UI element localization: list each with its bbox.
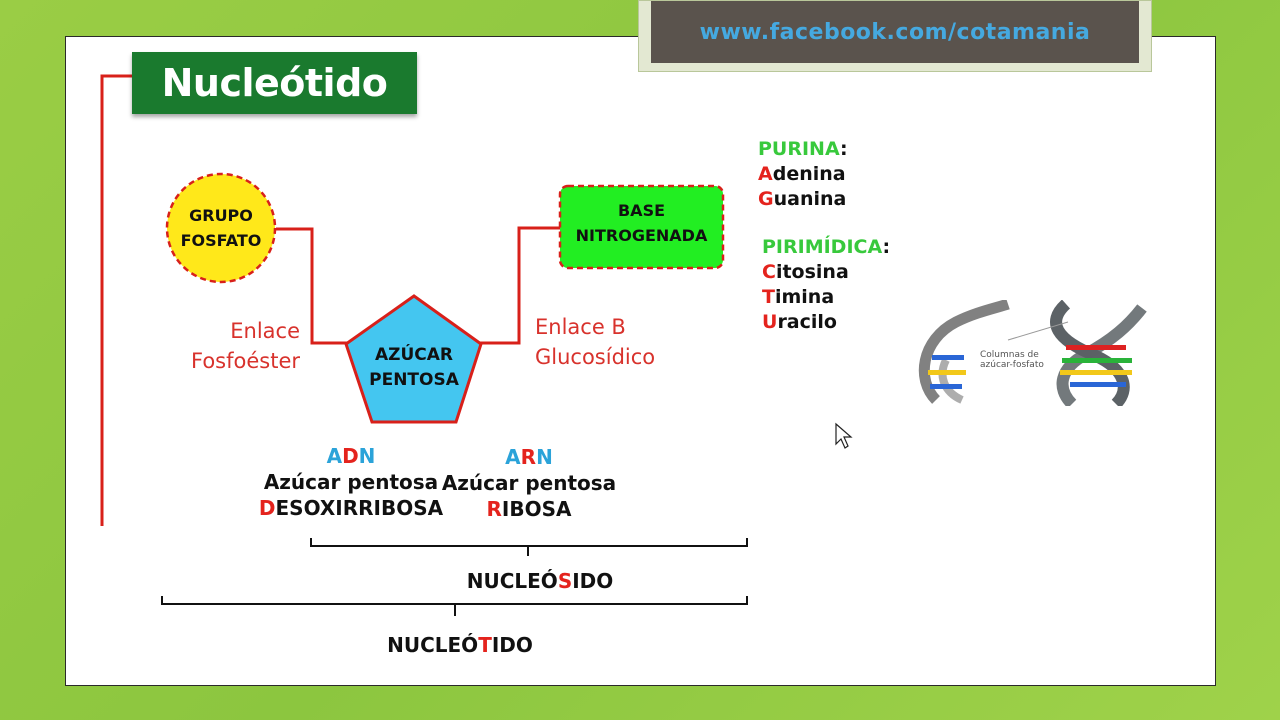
pyrimidine-label: PIRIMÍDICA (762, 236, 883, 258)
nucleotide-post: IDO (491, 633, 533, 657)
sugar-label-line1: AZÚCAR (374, 345, 453, 365)
phosphoester-bond-line (276, 227, 348, 345)
arn-sugar-initial: R (486, 497, 502, 521)
adn-letter-a: A (326, 444, 343, 468)
nucleoside-post: IDO (572, 569, 614, 593)
pyrimidine-item-cytosine: Citosina (762, 260, 849, 285)
nucleoside-brace (310, 538, 748, 547)
arn-sugar-rest: IBOSA (501, 497, 572, 521)
adn-title: ADN (255, 443, 447, 469)
arn-title: ARN (441, 444, 617, 470)
title-box: Nucleótido (132, 52, 417, 114)
nucleotide-mid: T (478, 633, 492, 657)
phosphate-label-line2: FOSFATO (180, 231, 262, 250)
thymine-initial: T (762, 286, 775, 308)
uracil-rest: racilo (777, 311, 837, 333)
phosphoester-line1: Enlace (230, 319, 300, 343)
cytosine-initial: C (762, 261, 776, 283)
pyrimidine-item-uracil: Uracilo (762, 310, 837, 335)
nucleoside-label: NUCLEÓSIDO (430, 568, 650, 594)
phosphate-circle (165, 172, 277, 284)
purine-item-adenine: Adenina (758, 162, 846, 187)
arn-sugar-name: RIBOSA (441, 496, 617, 522)
dna-caption-line2: azúcar-fosfato (980, 360, 1044, 370)
nucleotide-brace (161, 596, 748, 605)
base-label-line2: NITROGENADA (575, 226, 708, 245)
arn-letter-n: N (536, 445, 553, 469)
adenine-initial: A (758, 163, 773, 185)
adn-sugar-initial: D (258, 496, 276, 520)
adn-letter-n: N (358, 444, 376, 468)
adn-sugar-line: Azúcar pentosa (263, 470, 439, 494)
purine-heading: PURINA: (758, 138, 848, 160)
mouse-cursor-icon (835, 422, 853, 449)
uracil-initial: U (762, 311, 778, 333)
pyrimidine-heading: PIRIMÍDICA: (762, 236, 891, 258)
arn-letter-r: R (520, 445, 537, 469)
adenine-rest: denina (772, 163, 846, 185)
adn-letter-d: D (342, 444, 359, 468)
left-frame-line (100, 74, 134, 526)
guanine-initial: G (758, 188, 774, 210)
page-title: Nucleótido (161, 61, 388, 105)
facebook-url[interactable]: www.facebook.com/cotamania (699, 19, 1091, 45)
cytosine-rest: itosina (775, 261, 849, 283)
glycosidic-bond-line (480, 226, 560, 345)
adn-block: ADN Azúcar pentosa DESOXIRRIBOSA (255, 443, 447, 521)
arn-letter-a: A (505, 445, 521, 469)
nucleoside-mid: S (557, 569, 573, 593)
phosphoester-bond-label: Enlace Fosfoéster (180, 316, 300, 376)
pyrimidine-item-thymine: Timina (762, 285, 834, 310)
sugar-label-line2: PENTOSA (369, 370, 459, 390)
purine-label: PURINA (758, 138, 841, 160)
phosphate-label-line1: GRUPO (189, 206, 253, 225)
dna-caption-pointer (1007, 321, 1069, 341)
thymine-rest: imina (774, 286, 835, 308)
adn-sugar-rest: ESOXIRRIBOSA (275, 496, 444, 520)
sugar-pentagon (344, 294, 483, 424)
nucleoside-pre: NUCLEÓ (466, 569, 558, 593)
glycosidic-bond-label: Enlace B Glucosídico (535, 312, 685, 372)
nucleotide-pre: NUCLEÓ (387, 633, 479, 657)
adn-sugar-name: DESOXIRRIBOSA (255, 495, 447, 521)
facebook-banner-inner: www.facebook.com/cotamania (651, 1, 1139, 63)
base-label: BASE NITROGENADA (560, 198, 723, 248)
glycosidic-line1: Enlace B (535, 315, 626, 339)
facebook-banner: www.facebook.com/cotamania (638, 0, 1152, 72)
purine-item-guanine: Guanina (758, 187, 846, 212)
arn-block: ARN Azúcar pentosa RIBOSA (441, 444, 617, 522)
phosphate-label: GRUPO FOSFATO (167, 203, 275, 253)
base-label-line1: BASE (617, 201, 666, 220)
sugar-label: AZÚCAR PENTOSA (354, 343, 474, 393)
guanine-rest: uanina (773, 188, 847, 210)
arn-sugar-line: Azúcar pentosa (441, 471, 617, 495)
base-rectangle (558, 184, 725, 270)
phosphoester-line2: Fosfoéster (190, 349, 300, 373)
glycosidic-line2: Glucosídico (535, 345, 656, 369)
dna-caption-line1: Columnas de (980, 350, 1039, 360)
nucleotide-label: NUCLEÓTIDO (350, 632, 570, 658)
dna-helix-image: Columnas de azúcar-fosfato (916, 300, 1148, 406)
